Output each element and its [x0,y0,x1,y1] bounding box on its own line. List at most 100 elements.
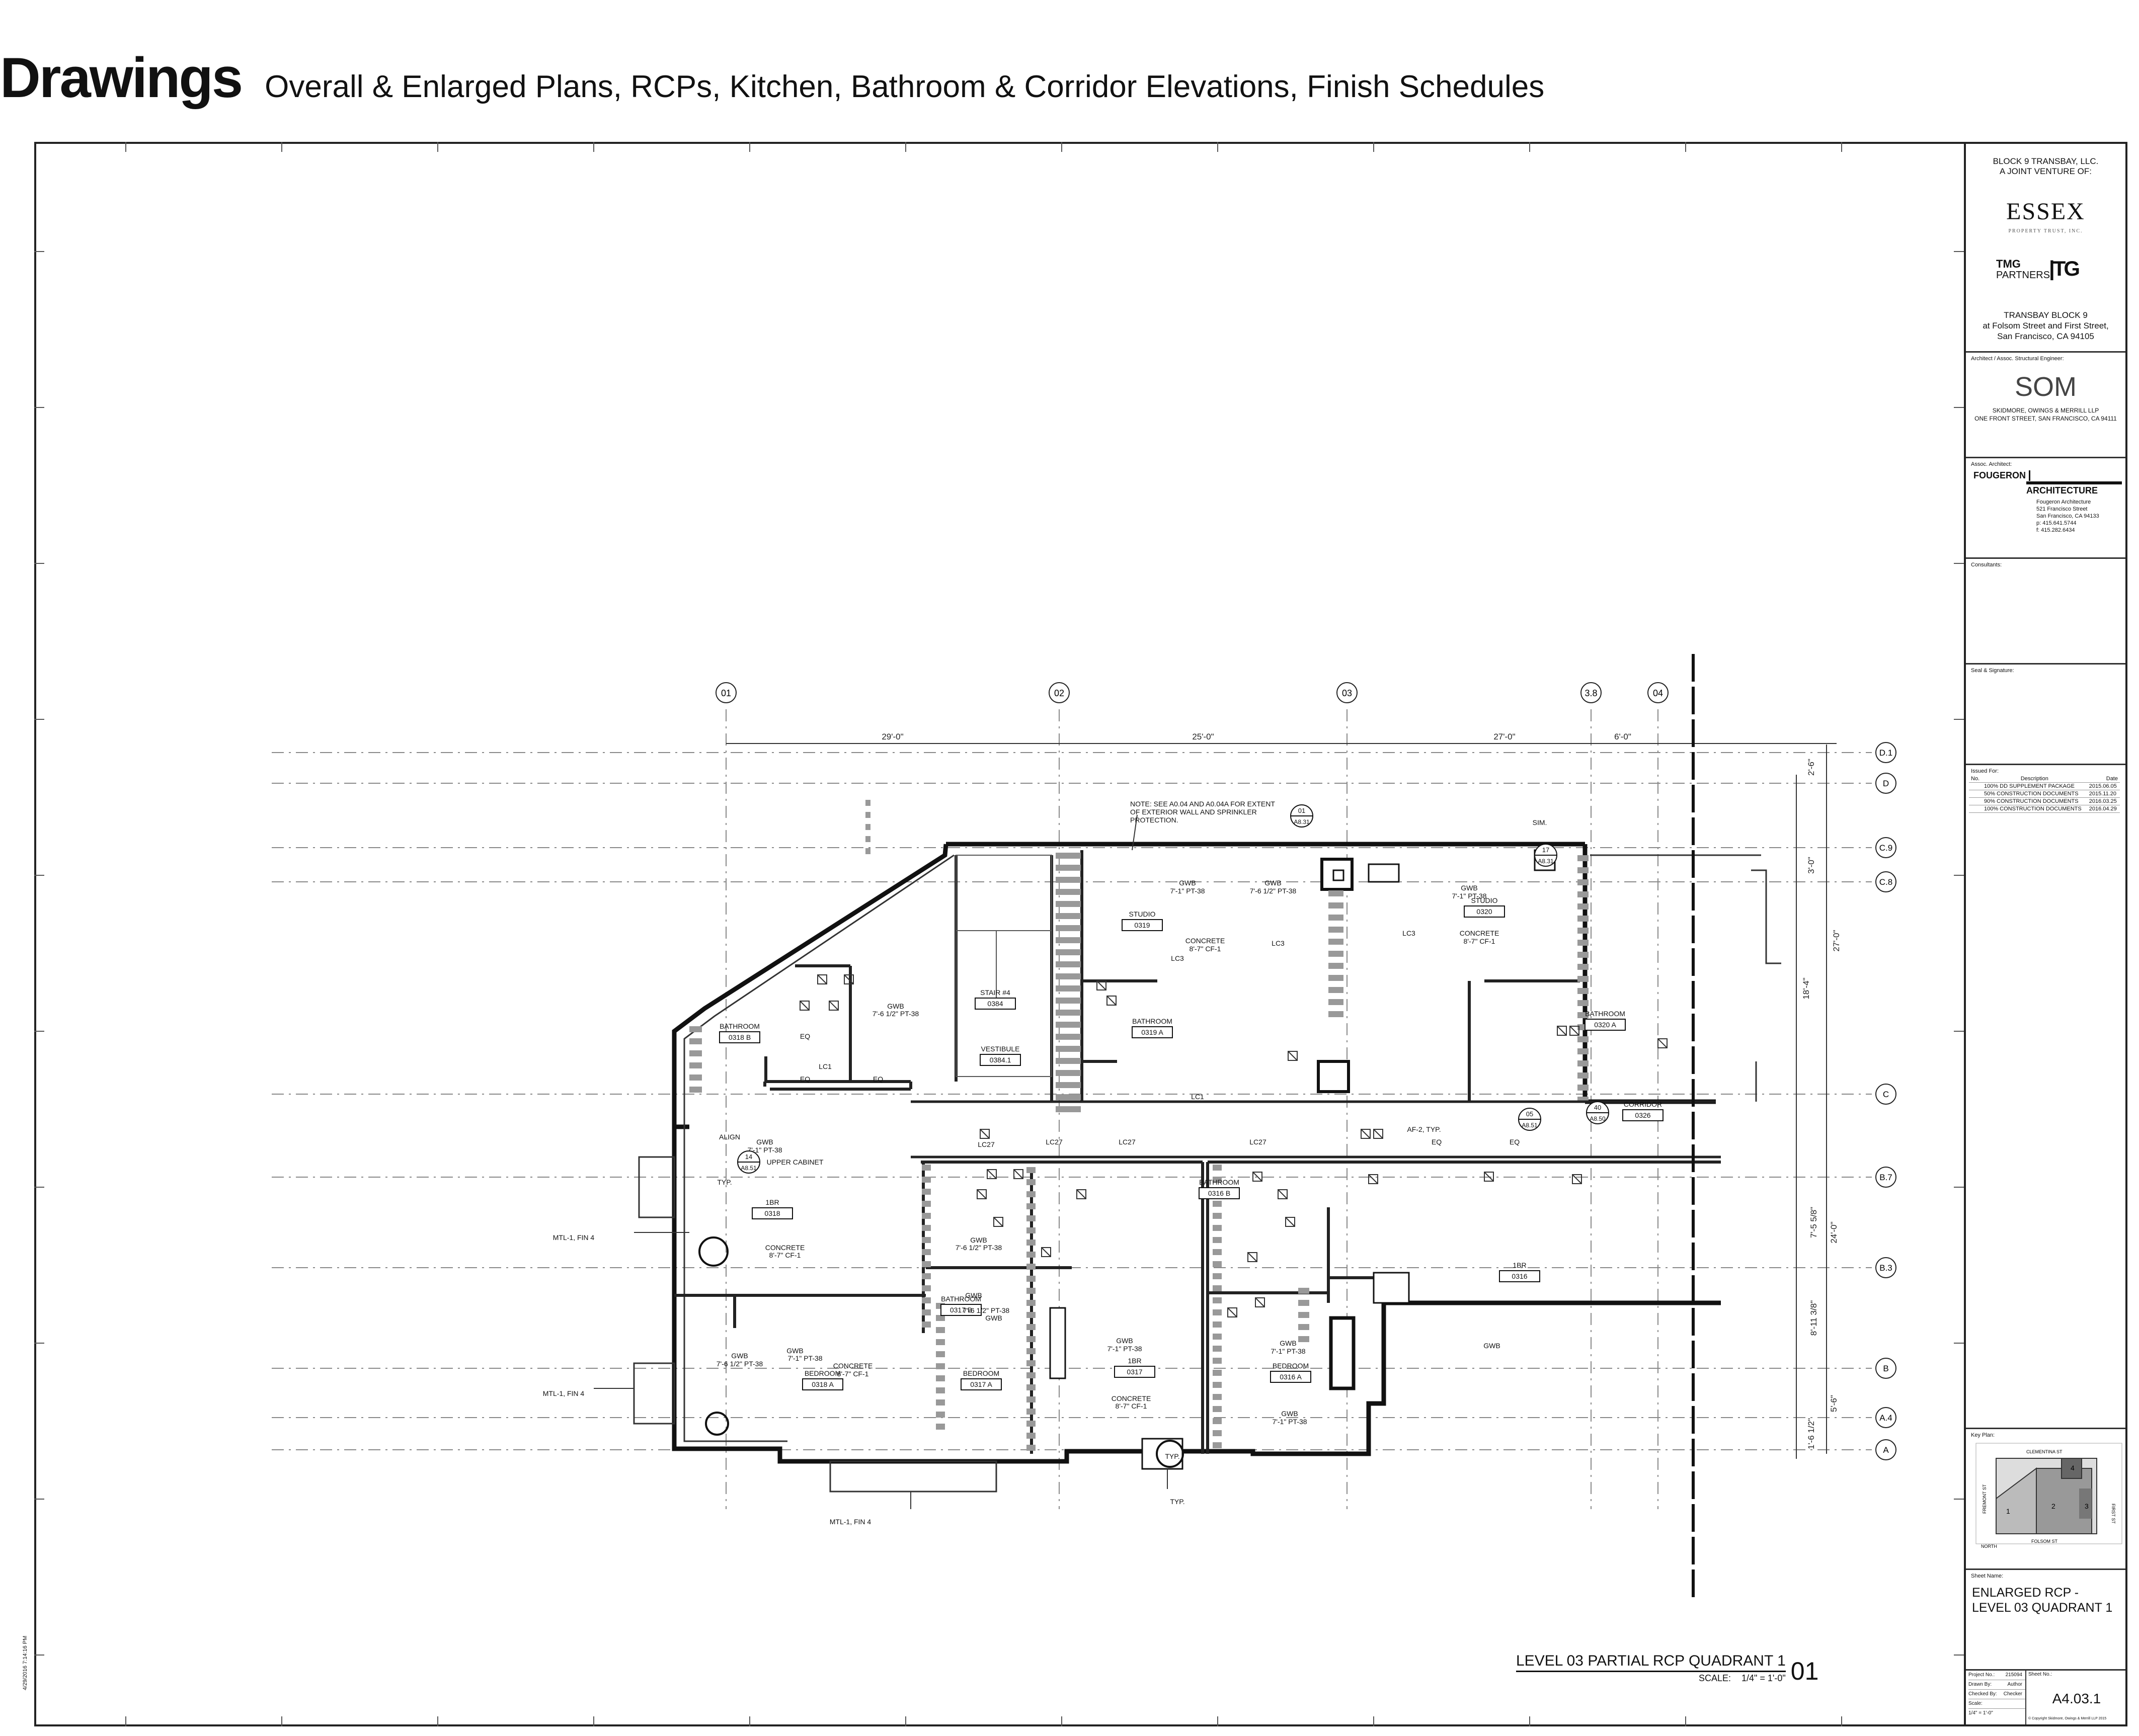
wall-hatch [1026,1276,1036,1282]
wall-hatch [1213,1382,1222,1388]
light-fixture-icon [1361,1129,1371,1139]
rcp-tag: 7'-6 1/2" PT-38 [1250,887,1297,895]
grid-head-col-1 [1049,682,1070,703]
key-block-2: 2 [2051,1502,2055,1510]
room-number-box [940,1304,982,1316]
rcp-tag: 7'-6 1/2" PT-38 [956,1244,1002,1252]
rcp-tag: GWB [887,1002,904,1010]
wall-hatch [1577,879,1589,885]
light-fixture-icon [1557,1026,1567,1036]
grid-head-row-9 [1875,1439,1896,1460]
light-fixture-icon [844,974,854,984]
room-number: 0316 B [1208,1189,1230,1197]
dimension-right-7: 5'-6" [1829,1395,1839,1412]
wall-hatch [1328,939,1343,945]
light-fixture-icon [1657,1038,1668,1048]
wall-hatch [936,1375,945,1381]
wall-hatch [1056,1058,1081,1064]
rcp-tag: UPPER CABINET [767,1158,824,1166]
wall-hatch [1328,927,1343,933]
rcp-tag: LC3 [1272,939,1285,947]
grid-head-col-3 [1580,682,1602,703]
wall-hatch [1026,1167,1036,1173]
room-name: CORRIDOR [1624,1100,1662,1108]
light-fixture-icon [829,1001,839,1011]
room-number-box [1585,1019,1626,1031]
grid-head-col-4 [1647,682,1669,703]
wall-hatch [1026,1252,1036,1258]
grid-head-row-5 [1875,1167,1896,1188]
wall-hatch [1056,925,1081,931]
rcp-tag: MTL-1, FIN 4 [553,1233,595,1242]
wall-hatch [1298,1336,1309,1342]
rcp-tag: GWB [786,1347,803,1355]
callout-number: 17 [1542,846,1549,854]
wall-hatch [1056,1022,1081,1028]
wall-hatch [1328,1011,1343,1017]
rcp-tag: ALIGN [719,1133,740,1141]
wall-hatch [1056,949,1081,955]
callout-sheet: A8.50 [1590,1115,1606,1122]
rcp-tag: GWB [1179,879,1196,887]
light-fixture-icon [1285,1217,1295,1227]
light-fixture-icon [1368,1174,1378,1184]
wall-hatch [922,1177,931,1183]
wall-hatch [1213,1394,1222,1400]
wall-hatch [1577,867,1589,873]
wall-hatch [1213,1346,1222,1352]
plan-note: NOTE: SEE A0.04 AND A0.04A FOR EXTENT OF… [1130,800,1275,824]
wall-hatch [1026,1312,1036,1318]
light-fixture-icon [800,1001,810,1011]
owner-line-2: A JOINT VENTURE OF: [2000,167,2092,176]
light-fixture-icon [1484,1172,1494,1182]
room-number: 0320 A [1594,1021,1616,1029]
room-number: 0317 [1127,1368,1142,1376]
consultants-section: Consultants: [1966,557,2125,663]
wall-hatch [1056,1046,1081,1052]
wall-hatch [1056,1010,1081,1016]
light-fixture-icon [1096,980,1106,990]
rcp-tag: GWB [756,1138,773,1146]
wall-hatch [1577,976,1589,982]
wall-hatch [1056,1082,1081,1088]
grid-label-row-3: C.8 [1879,877,1892,887]
tmg-mark-icon: |TG [2049,257,2080,280]
callout-sheet: A8.51 [1522,1122,1538,1129]
light-fixture-icon [1106,996,1117,1006]
svg-text:FIRST ST: FIRST ST [2111,1504,2116,1524]
wall-hatch [1213,1225,1222,1231]
drawing-title-block: LEVEL 03 PARTIAL RCP QUADRANT 1 SCALE: 1… [1516,1652,1818,1684]
rcp-tag: MTL-1, FIN 4 [543,1389,585,1397]
wall-hatch [1577,916,1589,922]
wall-hatch [922,1261,931,1267]
grid-label-col-1: 02 [1054,688,1064,698]
grid-label-col-0: 01 [721,688,731,698]
wall-hatch [1213,1285,1222,1291]
wall-hatch [1577,928,1589,934]
callout-number: 05 [1526,1110,1533,1118]
room-name: BEDROOM [805,1369,841,1377]
wall-hatch [1577,1036,1589,1042]
room-number-box [975,998,1016,1010]
wall-hatch [1577,855,1589,861]
wall-hatch [922,1213,931,1219]
rcp-tag: 7'-1" PT-38 [1271,1347,1305,1355]
light-fixture-icon [1572,1174,1582,1184]
issued-section: Issued For: No. Description Date 100% DD… [1966,764,2125,1428]
room-number: 0384.1 [990,1056,1011,1064]
wall-hatch [922,1237,931,1243]
wall-hatch [689,1050,702,1056]
wall-hatch [1213,1442,1222,1448]
key-north: NORTH [1981,1544,1997,1549]
rcp-tag: LC3 [1402,929,1415,937]
grid-label-row-5: B.7 [1879,1173,1892,1182]
wall-hatch [1056,1094,1081,1100]
page-header: Drawings Overall & Enlarged Plans, RCPs,… [0,45,1544,111]
tmg-logo: TMG PARTNERS [1996,258,2050,281]
light-fixture-icon [1096,980,1106,990]
rcp-tag: 8'-7" CF-1 [1190,945,1221,953]
light-fixture-icon [817,974,827,984]
light-fixture-icon [817,974,827,984]
svg-text:FOLSOM ST: FOLSOM ST [2031,1539,2058,1544]
